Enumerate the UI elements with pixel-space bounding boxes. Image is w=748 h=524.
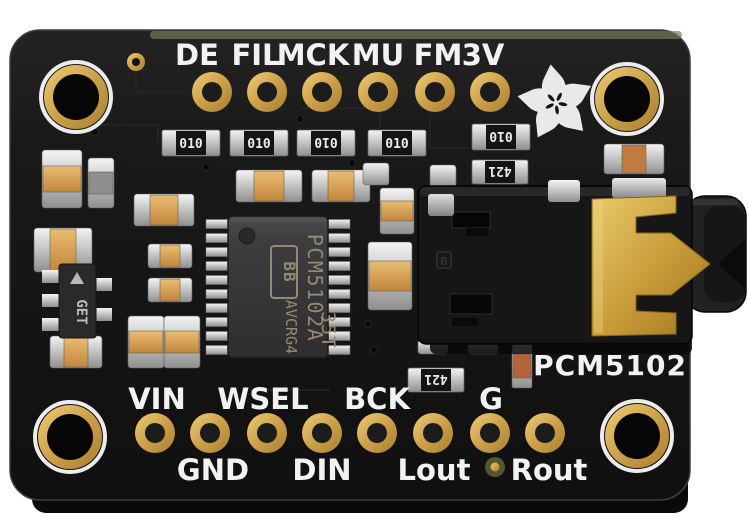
pin-label-3v: 3V: [462, 38, 505, 72]
chip-date-code: 35T: [317, 311, 339, 348]
resistor-010: 010: [161, 129, 221, 157]
resistor-marking: 421: [488, 163, 512, 178]
pin-label-din: DIN: [292, 453, 351, 487]
capacitor: [127, 315, 165, 369]
top-header: DE FIL MCK MU FM 3V: [175, 38, 510, 112]
pin-label-gnd: GND: [177, 453, 249, 487]
pin-label-mute: MU: [352, 38, 404, 72]
regulator-marking: GET: [73, 299, 89, 324]
bottom-header: VIN WSEL BCK G GND DIN Lout Rout: [128, 382, 587, 487]
headphone-jack: B: [417, 178, 711, 354]
adafruit-flower-logo: [517, 64, 592, 138]
regulator-logo-triangle: [70, 272, 84, 284]
jack-solder-tab: [612, 178, 666, 198]
pin-label-gnd2: G: [479, 382, 503, 416]
jack-gold-contact: [591, 195, 711, 337]
pin-label-bck: BCK: [344, 382, 411, 416]
mounting-holes: [33, 53, 674, 477]
pin-label-vin: VIN: [128, 382, 186, 416]
capacitor: [235, 169, 303, 203]
resistor-421: 421: [407, 367, 465, 393]
capacitor: [41, 149, 83, 209]
mounting-hole: [600, 399, 674, 473]
pin-label-lout: Lout: [398, 453, 471, 487]
resistor-marking: 010: [179, 137, 203, 152]
jack-mold-mark: B: [440, 255, 448, 268]
dac-chip: BB PCM5102A 35T AVCRG4: [205, 215, 351, 359]
resistor-marking: 010: [247, 137, 271, 152]
capacitor: [163, 315, 201, 369]
board-top-edge-highlight: [150, 31, 682, 39]
mounting-hole: [590, 62, 664, 136]
mounting-hole: [39, 60, 113, 134]
pin-holes-top: [192, 72, 510, 112]
pin-label-filt: FIL: [231, 38, 280, 72]
bb-logo: BB: [280, 261, 299, 282]
resistor-marking: 010: [385, 137, 409, 152]
jack-solder-tab: [428, 194, 454, 216]
resistor-marking: 010: [314, 134, 338, 149]
pin-label-mck: MCK: [277, 38, 351, 72]
gold-via: [127, 53, 145, 71]
board-silkscreen-label: PCM5102: [533, 349, 687, 382]
pin-label-demp: DE: [175, 38, 219, 72]
resistor-010: 010: [367, 129, 427, 157]
headphone-jack-barrel: [684, 195, 747, 313]
resistor-010: 010: [471, 123, 531, 151]
chip-pin1-dot: [238, 227, 256, 245]
resistor-row: 010 010 010 010 010 421: [161, 123, 531, 393]
chip-package-code: AVCRG4: [282, 300, 300, 354]
resistor-marking: 421: [424, 371, 448, 386]
pin-label-wsel: WSEL: [217, 382, 308, 416]
capacitor: [379, 187, 415, 235]
capacitor: [147, 243, 193, 269]
pin-label-rout: Rout: [511, 453, 588, 487]
pin-holes-bottom: [135, 413, 565, 453]
capacitors: [33, 143, 665, 389]
capacitor: [133, 193, 195, 227]
capacitor: [367, 241, 413, 311]
mounting-hole: [33, 400, 107, 474]
resistor-010: 010: [296, 129, 356, 157]
resistor-010: 010: [229, 129, 289, 157]
jack-mold-mark-box: [436, 251, 452, 269]
voltage-regulator: GET: [42, 263, 112, 339]
pin-label-fmt: FM: [414, 38, 463, 72]
resistor-orange: [511, 343, 533, 389]
chip-body: [227, 215, 329, 359]
jack-solder-tab: [548, 180, 580, 202]
chip-part-number: PCM5102A: [303, 234, 327, 342]
resistor-421: 421: [471, 159, 529, 185]
capacitor: [603, 143, 665, 175]
test-via: [485, 457, 505, 477]
resistor-marking: 010: [489, 128, 513, 143]
capacitor: [49, 335, 103, 369]
capacitor: [311, 169, 371, 203]
capacitor-gray: [87, 157, 115, 209]
bb-logo-box: [270, 245, 298, 299]
capacitor: [147, 277, 193, 303]
